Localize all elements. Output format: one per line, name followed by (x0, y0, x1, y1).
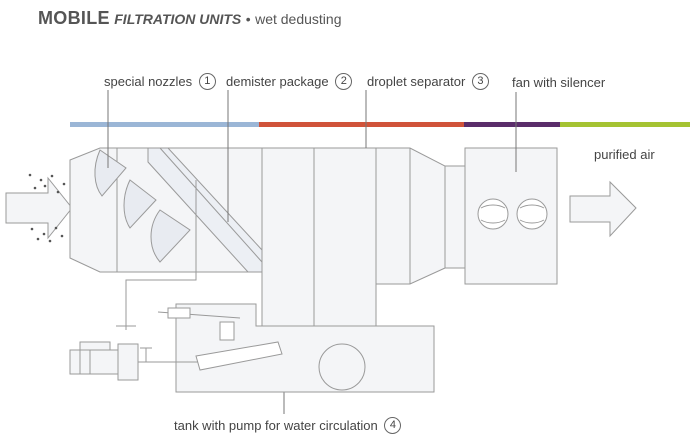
stage-bar-demister (259, 122, 464, 127)
motor-terminal-box (79, 341, 111, 351)
label-fan-with-silencer: fan with silencer (512, 75, 605, 90)
stage-bar-separator (464, 122, 560, 127)
impeller-blades (480, 204, 506, 224)
spray-cones (94, 149, 191, 263)
float-ball (219, 321, 235, 341)
label-purified-air: purified air (594, 147, 655, 162)
impeller-blades (519, 204, 545, 224)
stage-bar-nozzles (70, 122, 259, 127)
label-droplet-separator: droplet separator 3 (367, 73, 489, 91)
title-descriptor: wet dedusting (255, 11, 342, 27)
title-separator: • (245, 11, 251, 27)
fan-connector (444, 165, 466, 269)
label-text: purified air (594, 147, 655, 162)
number-badge: 3 (471, 73, 489, 91)
number-badge: 2 (335, 73, 353, 91)
demister-line (159, 147, 263, 263)
label-special-nozzles: special nozzles 1 (104, 73, 216, 91)
stage-bar-fan (560, 122, 690, 127)
water-tank (175, 303, 435, 393)
label-text: droplet separator (367, 74, 466, 89)
separator-duct (261, 147, 315, 327)
circulation-pipe (125, 240, 197, 286)
inlet-arrow (5, 176, 73, 240)
pump-housing (117, 343, 139, 381)
stage-bar (70, 122, 690, 127)
number-badge: 4 (384, 417, 402, 435)
number-badge: 1 (198, 73, 216, 91)
label-text: special nozzles (104, 74, 193, 89)
page-title: MOBILE FILTRATION UNITS • wet dedusting (38, 8, 342, 29)
tank-inspection-port (318, 343, 366, 391)
label-text: tank with pump for water circulation (174, 418, 378, 433)
suction-strainer (195, 341, 283, 371)
title-brand: MOBILE (38, 8, 110, 28)
label-text: fan with silencer (512, 75, 606, 90)
label-demister-package: demister package 2 (226, 73, 353, 91)
valve-body (167, 307, 191, 319)
label-text: demister package (226, 74, 329, 89)
droplet-separator (313, 147, 377, 327)
pump-motor (69, 349, 121, 375)
dust-particles (28, 173, 66, 243)
outlet-arrow (569, 180, 637, 238)
title-subtitle: FILTRATION UNITS (114, 11, 242, 27)
label-tank-with-pump: tank with pump for water circulation 4 (174, 417, 402, 435)
